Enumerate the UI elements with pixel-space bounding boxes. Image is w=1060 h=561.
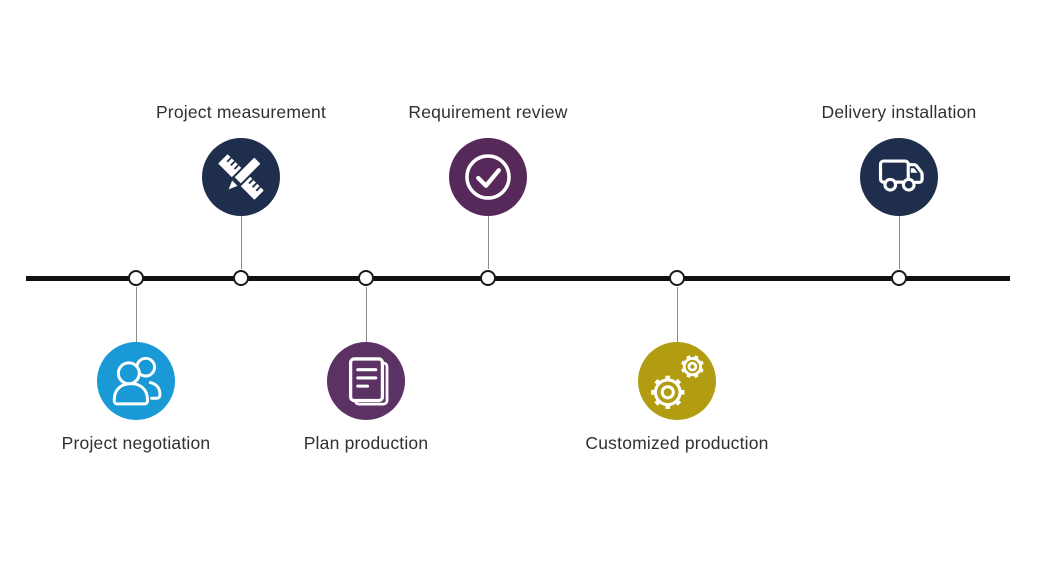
- connector-line: [240, 216, 242, 269]
- item-label: Project measurement: [155, 102, 327, 122]
- timeline-item-project-negotiation: Project negotiation: [16, 287, 256, 477]
- timeline-axis: [26, 275, 1010, 281]
- people-icon: [97, 342, 175, 420]
- ruler-pencil-icon: [202, 138, 280, 216]
- timeline-item-plan-production: Plan production: [246, 287, 486, 477]
- connector-line: [898, 216, 900, 269]
- timeline-dot: [668, 269, 685, 286]
- connector-line: [365, 287, 367, 342]
- timeline-item-requirement-review: Requirement review: [368, 100, 608, 280]
- connector-line: [487, 216, 489, 269]
- timeline-item-customized-production: Customized production: [557, 287, 797, 477]
- connector-line: [135, 287, 137, 342]
- timeline-dot: [479, 269, 496, 286]
- item-label: Customized production: [585, 433, 769, 453]
- timeline-dot: [127, 269, 144, 286]
- timeline-dot: [357, 269, 374, 286]
- document-icon: [327, 342, 405, 420]
- gears-icon: [638, 342, 716, 420]
- timeline-dot: [890, 269, 907, 286]
- timeline-dot: [232, 269, 249, 286]
- item-label: Delivery installation: [821, 102, 977, 122]
- connector-line: [676, 287, 678, 342]
- item-label: Requirement review: [408, 102, 568, 122]
- timeline-item-project-measurement: Project measurement: [121, 100, 361, 280]
- timeline-item-delivery-installation: Delivery installation: [779, 100, 1019, 280]
- check-circle-icon: [449, 138, 527, 216]
- truck-icon: [860, 138, 938, 216]
- item-label: Plan production: [303, 433, 429, 453]
- item-label: Project negotiation: [61, 433, 211, 453]
